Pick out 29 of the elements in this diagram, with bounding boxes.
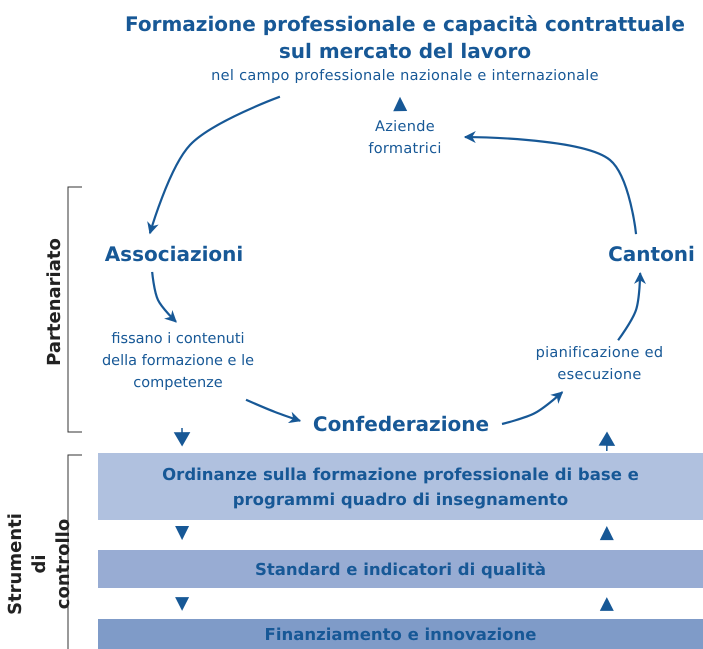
instrument-text: Finanziamento e innovazione	[264, 624, 536, 646]
activity-label: pianificazione ed esecuzione	[534, 344, 664, 385]
actor-label: Aziende formatrici	[367, 118, 443, 159]
instrument-text: Standard e indicatori di qualità	[254, 558, 546, 580]
triangle-arrow	[393, 96, 408, 112]
title-text: Formazione professionale e capacità contrattuale sul mercato del lavoro	[124, 11, 686, 65]
bracket-label: Strumenti di controllo	[4, 512, 75, 617]
instrument-bar	[98, 550, 703, 588]
triangle-arrow	[174, 427, 190, 446]
instrument-bar	[98, 619, 703, 649]
actor-label: Confederazione	[312, 410, 490, 438]
subtitle-text: nel campo professionale nazionale e internazionale	[211, 67, 599, 86]
triangle-arrow	[175, 526, 190, 540]
curved-arrow	[464, 131, 638, 234]
triangle-arrow	[175, 597, 190, 611]
triangle-arrow	[600, 597, 614, 611]
curved-arrow	[147, 96, 280, 234]
curved-arrow	[246, 398, 302, 424]
instrument-bar	[98, 453, 703, 520]
triangle-arrow	[599, 432, 615, 452]
actor-label: Associazioni	[104, 240, 244, 268]
instrument-text: Ordinanze sulla formazione professionale di base e programmi quadro di insegnamento	[161, 464, 640, 511]
bracket-label: Partenariato	[43, 237, 66, 368]
actor-label: Cantoni	[608, 240, 695, 268]
triangle-arrow	[600, 526, 614, 540]
curved-arrow	[502, 391, 564, 426]
activity-label: fissano i contenuti della formazione e le competenze	[100, 330, 256, 393]
curved-arrow	[151, 272, 177, 323]
curved-arrow	[617, 272, 646, 341]
